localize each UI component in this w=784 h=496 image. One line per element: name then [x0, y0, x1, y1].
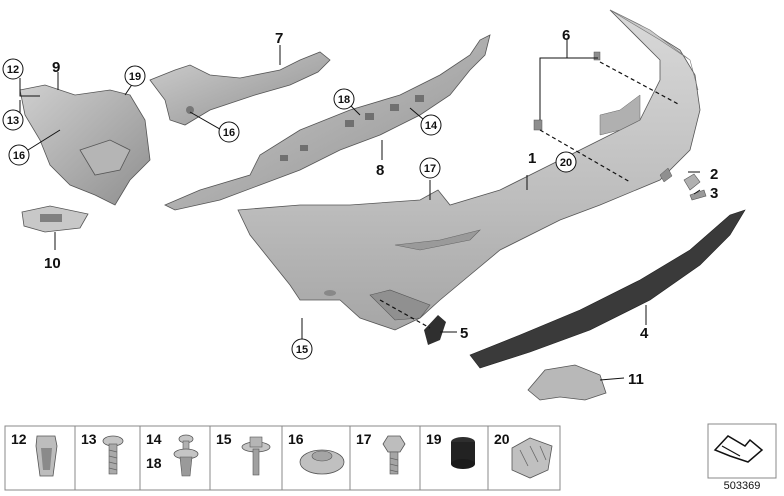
callout-5: 5 — [460, 325, 468, 342]
legend-label-15: 15 — [216, 431, 232, 447]
screw-icon — [102, 435, 124, 475]
legend-label-19: 19 — [426, 431, 442, 447]
svg-text:15: 15 — [296, 344, 308, 356]
svg-text:14: 14 — [425, 120, 438, 132]
orientation-symbol: 503369 — [707, 423, 777, 492]
svg-text:13: 13 — [7, 115, 19, 127]
clip-6 — [533, 51, 601, 131]
callout-13: 13 — [2, 109, 24, 131]
legend-label-13: 13 — [81, 431, 97, 447]
side-bracket — [19, 84, 151, 206]
svg-text:19: 19 — [129, 71, 141, 83]
callout-4: 4 — [640, 325, 649, 342]
retaining-clip-icon — [511, 437, 553, 479]
clip-nut-icon — [35, 435, 58, 477]
fastener-legend: 12 13 14 18 15 16 17 19 20 — [4, 425, 561, 491]
rubber-buffer-icon — [451, 437, 475, 469]
legend-cell-17 — [349, 425, 421, 491]
callout-9: 9 — [52, 59, 60, 76]
callout-20: 20 — [555, 151, 577, 173]
legend-label-14: 14 — [146, 431, 162, 447]
svg-text:20: 20 — [560, 157, 572, 169]
callout-8: 8 — [376, 162, 384, 179]
diffuser-trim — [469, 209, 746, 369]
callout-12: 12 — [2, 58, 24, 80]
svg-text:16: 16 — [223, 127, 235, 139]
callout-10: 10 — [44, 255, 61, 272]
callout-18: 18 — [333, 88, 355, 110]
callout-6: 6 — [562, 27, 570, 44]
bumper-carrier — [164, 34, 491, 211]
callout-17: 17 — [419, 157, 441, 179]
circled-callouts: 12 13 16 19 16 18 14 17 — [2, 58, 577, 360]
svg-text:17: 17 — [424, 163, 436, 175]
callout-11: 11 — [628, 371, 644, 388]
nut-icon — [299, 449, 345, 475]
callout-14: 14 — [420, 114, 442, 136]
cover-2 — [683, 173, 701, 191]
reflector-bracket — [21, 205, 89, 233]
callout-7: 7 — [275, 30, 283, 47]
left-bracket — [149, 51, 331, 126]
legend-cell-15 — [209, 425, 283, 491]
flange-screw-icon — [241, 436, 271, 476]
callout-16-left: 16 — [8, 144, 30, 166]
hex-bolt-icon — [382, 435, 406, 475]
legend-label-20: 20 — [494, 431, 510, 447]
heat-shield — [527, 364, 607, 401]
clip-5 — [424, 315, 446, 345]
callout-3: 3 — [710, 185, 718, 202]
legend-cell-14-18 — [139, 425, 211, 491]
legend-label-12: 12 — [11, 431, 27, 447]
bolt-3 — [689, 189, 707, 201]
callout-15: 15 — [291, 338, 313, 360]
expanding-rivet-icon — [173, 434, 199, 477]
legend-label-18: 18 — [146, 455, 162, 471]
legend-label-17: 17 — [356, 431, 372, 447]
rear-bumper-cover — [237, 9, 701, 331]
callout-2: 2 — [710, 166, 718, 183]
svg-text:16: 16 — [13, 150, 25, 162]
callout-1: 1 — [528, 150, 536, 167]
svg-text:18: 18 — [338, 94, 350, 106]
reference-number: 503369 — [724, 480, 761, 492]
svg-text:12: 12 — [7, 64, 19, 76]
callout-16-mid: 16 — [218, 121, 240, 143]
callout-19: 19 — [124, 65, 146, 87]
callouts: 1 2 3 4 5 6 7 8 9 10 11 — [44, 27, 718, 388]
legend-label-16: 16 — [288, 431, 304, 447]
